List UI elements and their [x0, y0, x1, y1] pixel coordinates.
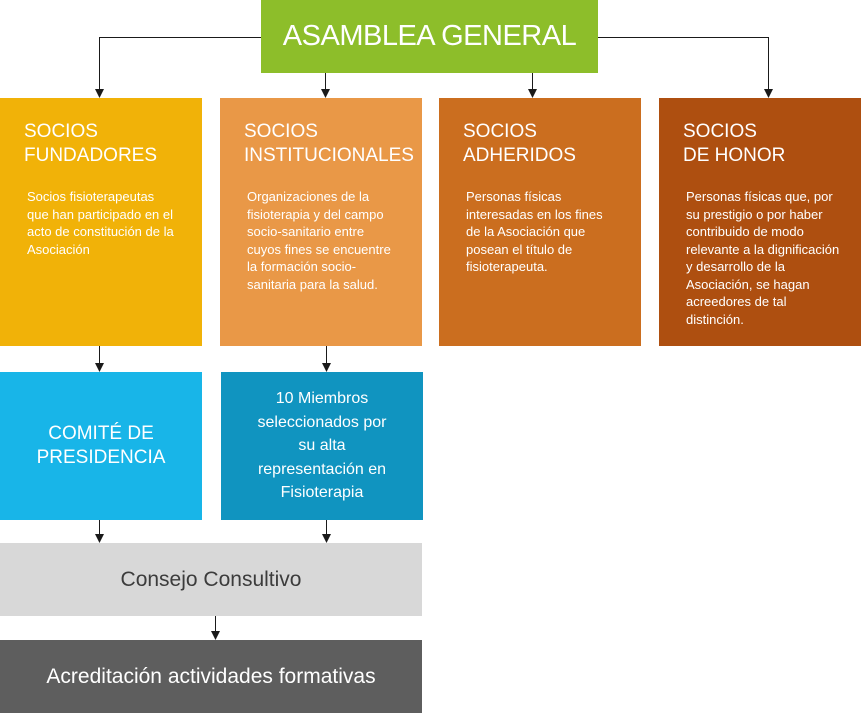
arrowhead-adh — [528, 89, 537, 98]
assembly-label: ASAMBLEA GENERAL — [282, 20, 577, 52]
socios-de-honor-title: SOCIOS DE HONOR — [683, 121, 786, 166]
acreditacion-label: Acreditación actividades formativas — [46, 664, 376, 688]
socios-adheridos-title: SOCIOS ADHERIDOS — [463, 121, 576, 166]
socios-institucionales-box: SOCIOS INSTITUCIONALES Organizaciones de… — [220, 98, 422, 346]
arrowhead-inst — [321, 89, 330, 98]
arrowhead-consejo-right — [322, 534, 331, 543]
socios-fundadores-title: SOCIOS FUNDADORES — [24, 121, 158, 166]
comite-presidencia-box: COMITÉ DE PRESIDENCIA — [0, 372, 202, 520]
consejo-consultivo-box: Consejo Consultivo — [0, 543, 422, 616]
assembly-box: ASAMBLEA GENERAL — [261, 0, 598, 73]
miembros-seleccionados-label: 10 Miembros seleccionados por su alta re… — [257, 390, 387, 502]
socios-adheridos-description: Personas físicas interesadas en los fine… — [466, 189, 603, 274]
consejo-consultivo-label: Consejo Consultivo — [120, 567, 302, 591]
arrowhead-fund — [95, 89, 104, 98]
socios-institucionales-description: Organizaciones de la fisioterapia y del … — [247, 189, 391, 292]
socios-institucionales-title: SOCIOS INSTITUCIONALES — [244, 121, 414, 166]
socios-de-honor-description: Personas físicas que, por su prestigio o… — [686, 189, 840, 327]
socios-fundadores-description: Socios fisioterapeutas que han participa… — [27, 189, 174, 257]
arrowhead-miembros — [322, 363, 331, 372]
arrowhead-acred — [211, 631, 220, 640]
socios-de-honor-box: SOCIOS DE HONOR Personas físicas que, po… — [659, 98, 861, 346]
arrowhead-hon — [764, 89, 773, 98]
socios-fundadores-box: SOCIOS FUNDADORES Socios fisioterapeutas… — [0, 98, 202, 346]
arrowhead-consejo-left — [95, 534, 104, 543]
acreditacion-box: Acreditación actividades formativas — [0, 640, 422, 713]
socios-adheridos-box: SOCIOS ADHERIDOS Personas físicas intere… — [439, 98, 641, 346]
arrowhead-comite — [95, 363, 104, 372]
miembros-seleccionados-box: 10 Miembros seleccionados por su alta re… — [221, 372, 423, 520]
connector-assembly-left — [99, 37, 261, 90]
connector-assembly-right — [598, 37, 769, 90]
comite-presidencia-label: COMITÉ DE PRESIDENCIA — [36, 423, 166, 468]
